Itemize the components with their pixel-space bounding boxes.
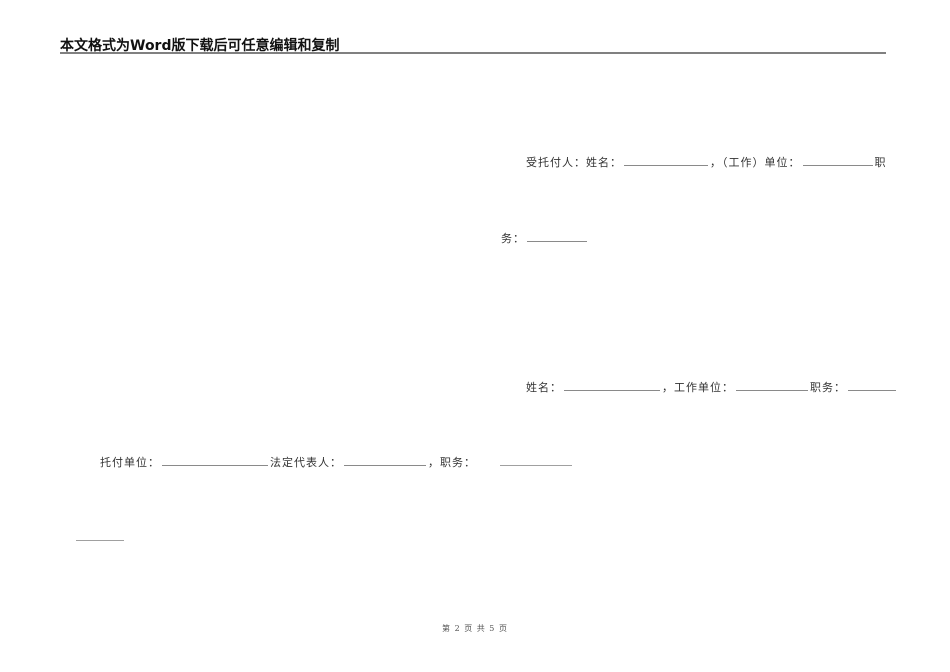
person-position-label: 职务： — [810, 381, 846, 394]
entrust-position-field-continued[interactable] — [76, 540, 124, 541]
entrust-position-field[interactable] — [500, 465, 572, 466]
legal-rep-label: 法定代表人： — [270, 456, 342, 469]
trustee-position-label-end: 务： — [501, 232, 525, 245]
trustee-unit-field[interactable] — [802, 155, 873, 166]
trustee-unit-label: ，（工作）单位： — [710, 156, 801, 169]
entrust-position-label: ，职务： — [428, 456, 476, 469]
person-line: 姓名： ，工作单位： 职务： — [526, 379, 898, 395]
legal-rep-field[interactable] — [344, 455, 426, 466]
entrust-unit-label: 托付单位： — [100, 456, 160, 469]
entrust-unit-field[interactable] — [162, 455, 268, 466]
trustee-line-2: 务： — [501, 230, 589, 246]
person-unit-label: ，工作单位： — [662, 381, 734, 394]
person-name-field[interactable] — [564, 380, 660, 391]
person-unit-field[interactable] — [736, 380, 808, 391]
header-divider — [60, 52, 886, 54]
entrust-line: 托付单位： 法定代表人： ，职务： — [100, 454, 476, 470]
trustee-line: 受托付人：姓名： ，（工作）单位： 职 — [526, 154, 887, 170]
trustee-position-field[interactable] — [527, 231, 587, 242]
page-number: 第 2 页 共 5 页 — [442, 624, 508, 633]
trustee-name-field[interactable] — [624, 155, 708, 166]
document-header-title: 本文格式为Word版下载后可任意编辑和复制 — [60, 38, 340, 54]
person-name-label: 姓名： — [526, 381, 562, 394]
trustee-name-label: 受托付人：姓名： — [526, 156, 622, 169]
trustee-position-label-start: 职 — [874, 156, 887, 169]
person-position-field[interactable] — [848, 380, 896, 391]
